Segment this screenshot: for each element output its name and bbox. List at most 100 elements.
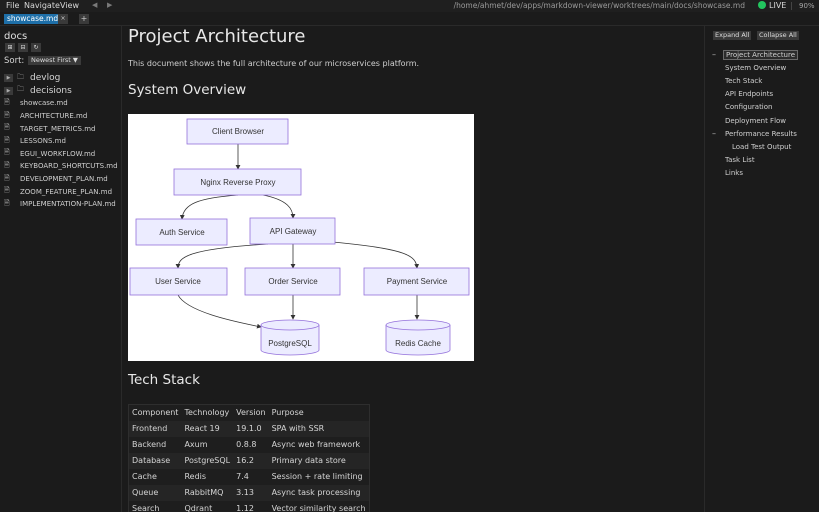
tab-bar: showcase.md × + bbox=[0, 12, 819, 26]
node-label: Order Service bbox=[268, 277, 318, 286]
node-label: Auth Service bbox=[159, 228, 205, 237]
back-icon[interactable]: ◀ bbox=[92, 1, 98, 9]
table-header-row: Component Technology Version Purpose bbox=[129, 405, 370, 421]
file-name: EGUI_WORKFLOW.md bbox=[20, 149, 96, 158]
expand-all-button[interactable]: Expand All bbox=[713, 31, 752, 40]
sort-dropdown[interactable]: Newest First ▼ bbox=[28, 56, 81, 65]
outline-label: Performance Results bbox=[725, 129, 797, 138]
zoom-level: 90% bbox=[799, 2, 815, 10]
file-icon: 🗎 bbox=[4, 160, 10, 169]
file-path: /home/ahmet/dev/apps/markdown-viewer/wor… bbox=[453, 1, 745, 10]
node-label: Client Browser bbox=[212, 127, 264, 136]
outline-label: Links bbox=[725, 169, 743, 178]
node-postgresql bbox=[260, 325, 320, 356]
refresh-icon[interactable]: ↻ bbox=[31, 43, 41, 52]
outline-label: Task List bbox=[725, 156, 755, 165]
table-cell: React 19 bbox=[181, 420, 234, 437]
folder-icon: 🗀 bbox=[17, 72, 24, 81]
node-label: Payment Service bbox=[387, 277, 448, 286]
table-cell: 1.12 bbox=[236, 503, 254, 512]
tech-stack-table: Component Technology Version Purpose Fro… bbox=[128, 404, 370, 512]
divider bbox=[791, 2, 792, 10]
outline-item[interactable]: Tech Stack bbox=[712, 74, 819, 87]
menu-view[interactable]: View bbox=[60, 1, 79, 10]
table-cell: Async web framework bbox=[271, 440, 361, 449]
node-order-service bbox=[244, 267, 341, 296]
file-item[interactable]: 🗎IMPLEMENTATION-PLAN.md bbox=[4, 198, 122, 211]
table-cell: Queue bbox=[128, 484, 182, 501]
table-row: Database PostgreSQL 16.2 Primary data st… bbox=[128, 452, 370, 469]
node-label: API Gateway bbox=[270, 227, 317, 236]
file-item[interactable]: 🗎LESSONS.md bbox=[4, 135, 122, 148]
file-tree: ▶ 🗀 devlog ▶ 🗀 decisions 🗎 showcase.md 🗎A… bbox=[4, 72, 122, 211]
file-name: showcase.md bbox=[20, 99, 68, 108]
redis-cache-top bbox=[385, 319, 451, 331]
file-icon: 🗎 bbox=[4, 135, 10, 144]
heading-tech-stack: Tech Stack bbox=[128, 372, 200, 388]
edge-gateway-user bbox=[175, 243, 269, 269]
outline-item[interactable]: Load Test Output bbox=[712, 140, 819, 153]
node-label: Nginx Reverse Proxy bbox=[200, 178, 275, 187]
folder-item[interactable]: ▶ 🗀 devlog bbox=[4, 72, 122, 85]
outline-item[interactable]: Links bbox=[712, 167, 819, 180]
collapse-all-button[interactable]: Collapse All bbox=[757, 31, 799, 40]
table-row: Backend Axum 0.8.8 Async web framework bbox=[129, 437, 370, 453]
node-user-service bbox=[129, 267, 228, 296]
file-item[interactable]: 🗎 EGUI_WORKFLOW.md bbox=[4, 148, 122, 161]
tab-showcase[interactable]: showcase.md bbox=[4, 14, 62, 24]
table-cell: Axum bbox=[184, 440, 208, 449]
table-cell: 16.2 bbox=[233, 452, 269, 469]
file-item[interactable]: 🗎TARGET_METRICS.md bbox=[4, 122, 122, 135]
node-api-gateway bbox=[249, 217, 336, 245]
table-cell: 0.8.8 bbox=[236, 440, 257, 449]
outline-label: Configuration bbox=[725, 103, 773, 112]
file-item[interactable]: 🗎 showcase.md bbox=[4, 97, 122, 110]
outline-item[interactable]: API Endpoints bbox=[712, 88, 819, 101]
edge-gateway-payment bbox=[332, 241, 420, 269]
file-icon: 🗎 bbox=[4, 97, 10, 106]
outline-label: Load Test Output bbox=[732, 142, 792, 151]
file-name: KEYBOARD_SHORTCUTS.md bbox=[20, 162, 118, 171]
file-icon: 🗎 bbox=[4, 198, 10, 207]
file-icon: 🗎 bbox=[4, 110, 10, 119]
node-label: PostgreSQL bbox=[268, 339, 312, 348]
forward-icon[interactable]: ▶ bbox=[107, 1, 113, 9]
collapse-icon[interactable]: – bbox=[712, 50, 716, 60]
node-client-browser bbox=[186, 118, 289, 145]
outline-item[interactable]: Deployment Flow bbox=[712, 114, 819, 127]
table-cell: RabbitMQ bbox=[181, 484, 234, 501]
file-sidebar: docs ⊞ ⊟ ↻ Sort: Newest First ▼ ▶ 🗀 devl… bbox=[0, 26, 122, 512]
collapse-icon[interactable]: – bbox=[712, 129, 716, 139]
table-cell: Redis bbox=[184, 472, 207, 481]
live-indicator[interactable]: LIVE bbox=[758, 1, 786, 10]
sidebar-title: docs bbox=[4, 31, 28, 42]
file-item[interactable]: 🗎ZOOM_FEATURE_PLAN.md bbox=[4, 185, 122, 198]
table-cell: Search bbox=[132, 503, 160, 512]
outline-label: System Overview bbox=[725, 63, 787, 72]
outline-item[interactable]: –Performance Results bbox=[712, 127, 819, 140]
node-label: Redis Cache bbox=[395, 339, 441, 348]
file-item[interactable]: 🗎 KEYBOARD_SHORTCUTS.md bbox=[4, 160, 122, 173]
file-icon: 🗎 bbox=[4, 148, 10, 157]
collapse-folders-icon[interactable]: ⊟ bbox=[18, 43, 28, 52]
menu-file[interactable]: File bbox=[6, 1, 20, 10]
outline-item[interactable]: Task List bbox=[712, 154, 819, 167]
file-item[interactable]: 🗎DEVELOPMENT_PLAN.md bbox=[4, 173, 122, 186]
chevron-right-icon[interactable]: ▶ bbox=[4, 74, 13, 83]
outline-item[interactable]: System Overview bbox=[712, 61, 819, 74]
outline-item[interactable]: Configuration bbox=[712, 101, 819, 114]
chevron-right-icon[interactable]: ▶ bbox=[4, 86, 13, 95]
file-icon: 🗎 bbox=[4, 186, 10, 195]
node-nginx bbox=[173, 168, 302, 196]
expand-folders-icon[interactable]: ⊞ bbox=[5, 43, 15, 52]
folder-item[interactable]: ▶ 🗀 decisions bbox=[4, 85, 122, 98]
outline-item[interactable]: –Project Architecture bbox=[712, 48, 819, 61]
menu-navigate[interactable]: Navigate bbox=[24, 1, 60, 10]
new-tab-button[interactable]: + bbox=[79, 14, 89, 24]
table-cell: Session + rate limiting bbox=[271, 472, 363, 481]
heading-system-overview: System Overview bbox=[128, 82, 247, 98]
node-auth-service bbox=[135, 218, 228, 246]
close-tab-icon[interactable]: × bbox=[58, 14, 68, 24]
outline-label: Tech Stack bbox=[725, 76, 763, 85]
file-item[interactable]: 🗎ARCHITECTURE.md bbox=[4, 110, 122, 123]
